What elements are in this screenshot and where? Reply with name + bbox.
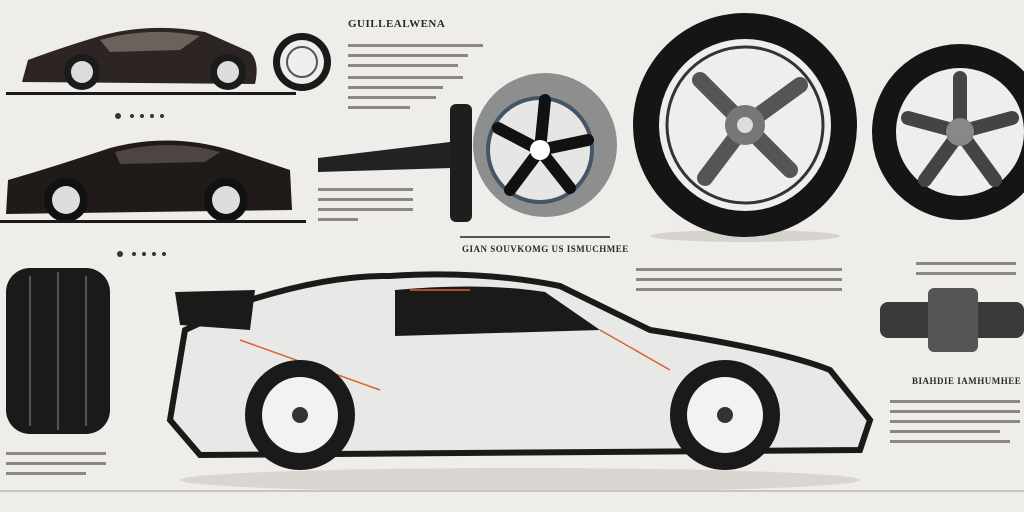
heading-right: BIAHDIE IAMHUMHEE [912,376,1022,386]
axle-part [880,288,1024,352]
heading-middle: GIAN SOUVKOMG US ISMUCHMEE [462,244,629,254]
car-top-left [6,27,296,95]
wheel-small-top [273,33,331,91]
text-lines [6,44,1020,475]
tire-right [872,44,1024,220]
heading-top: GUILLEALWENA [348,18,446,30]
dot-separators [115,113,166,257]
tire-large-center [633,13,857,242]
car-main [166,271,874,492]
car-middle-left [0,140,306,223]
tire-tread-left [6,268,110,434]
wrench-wheel [318,73,617,238]
